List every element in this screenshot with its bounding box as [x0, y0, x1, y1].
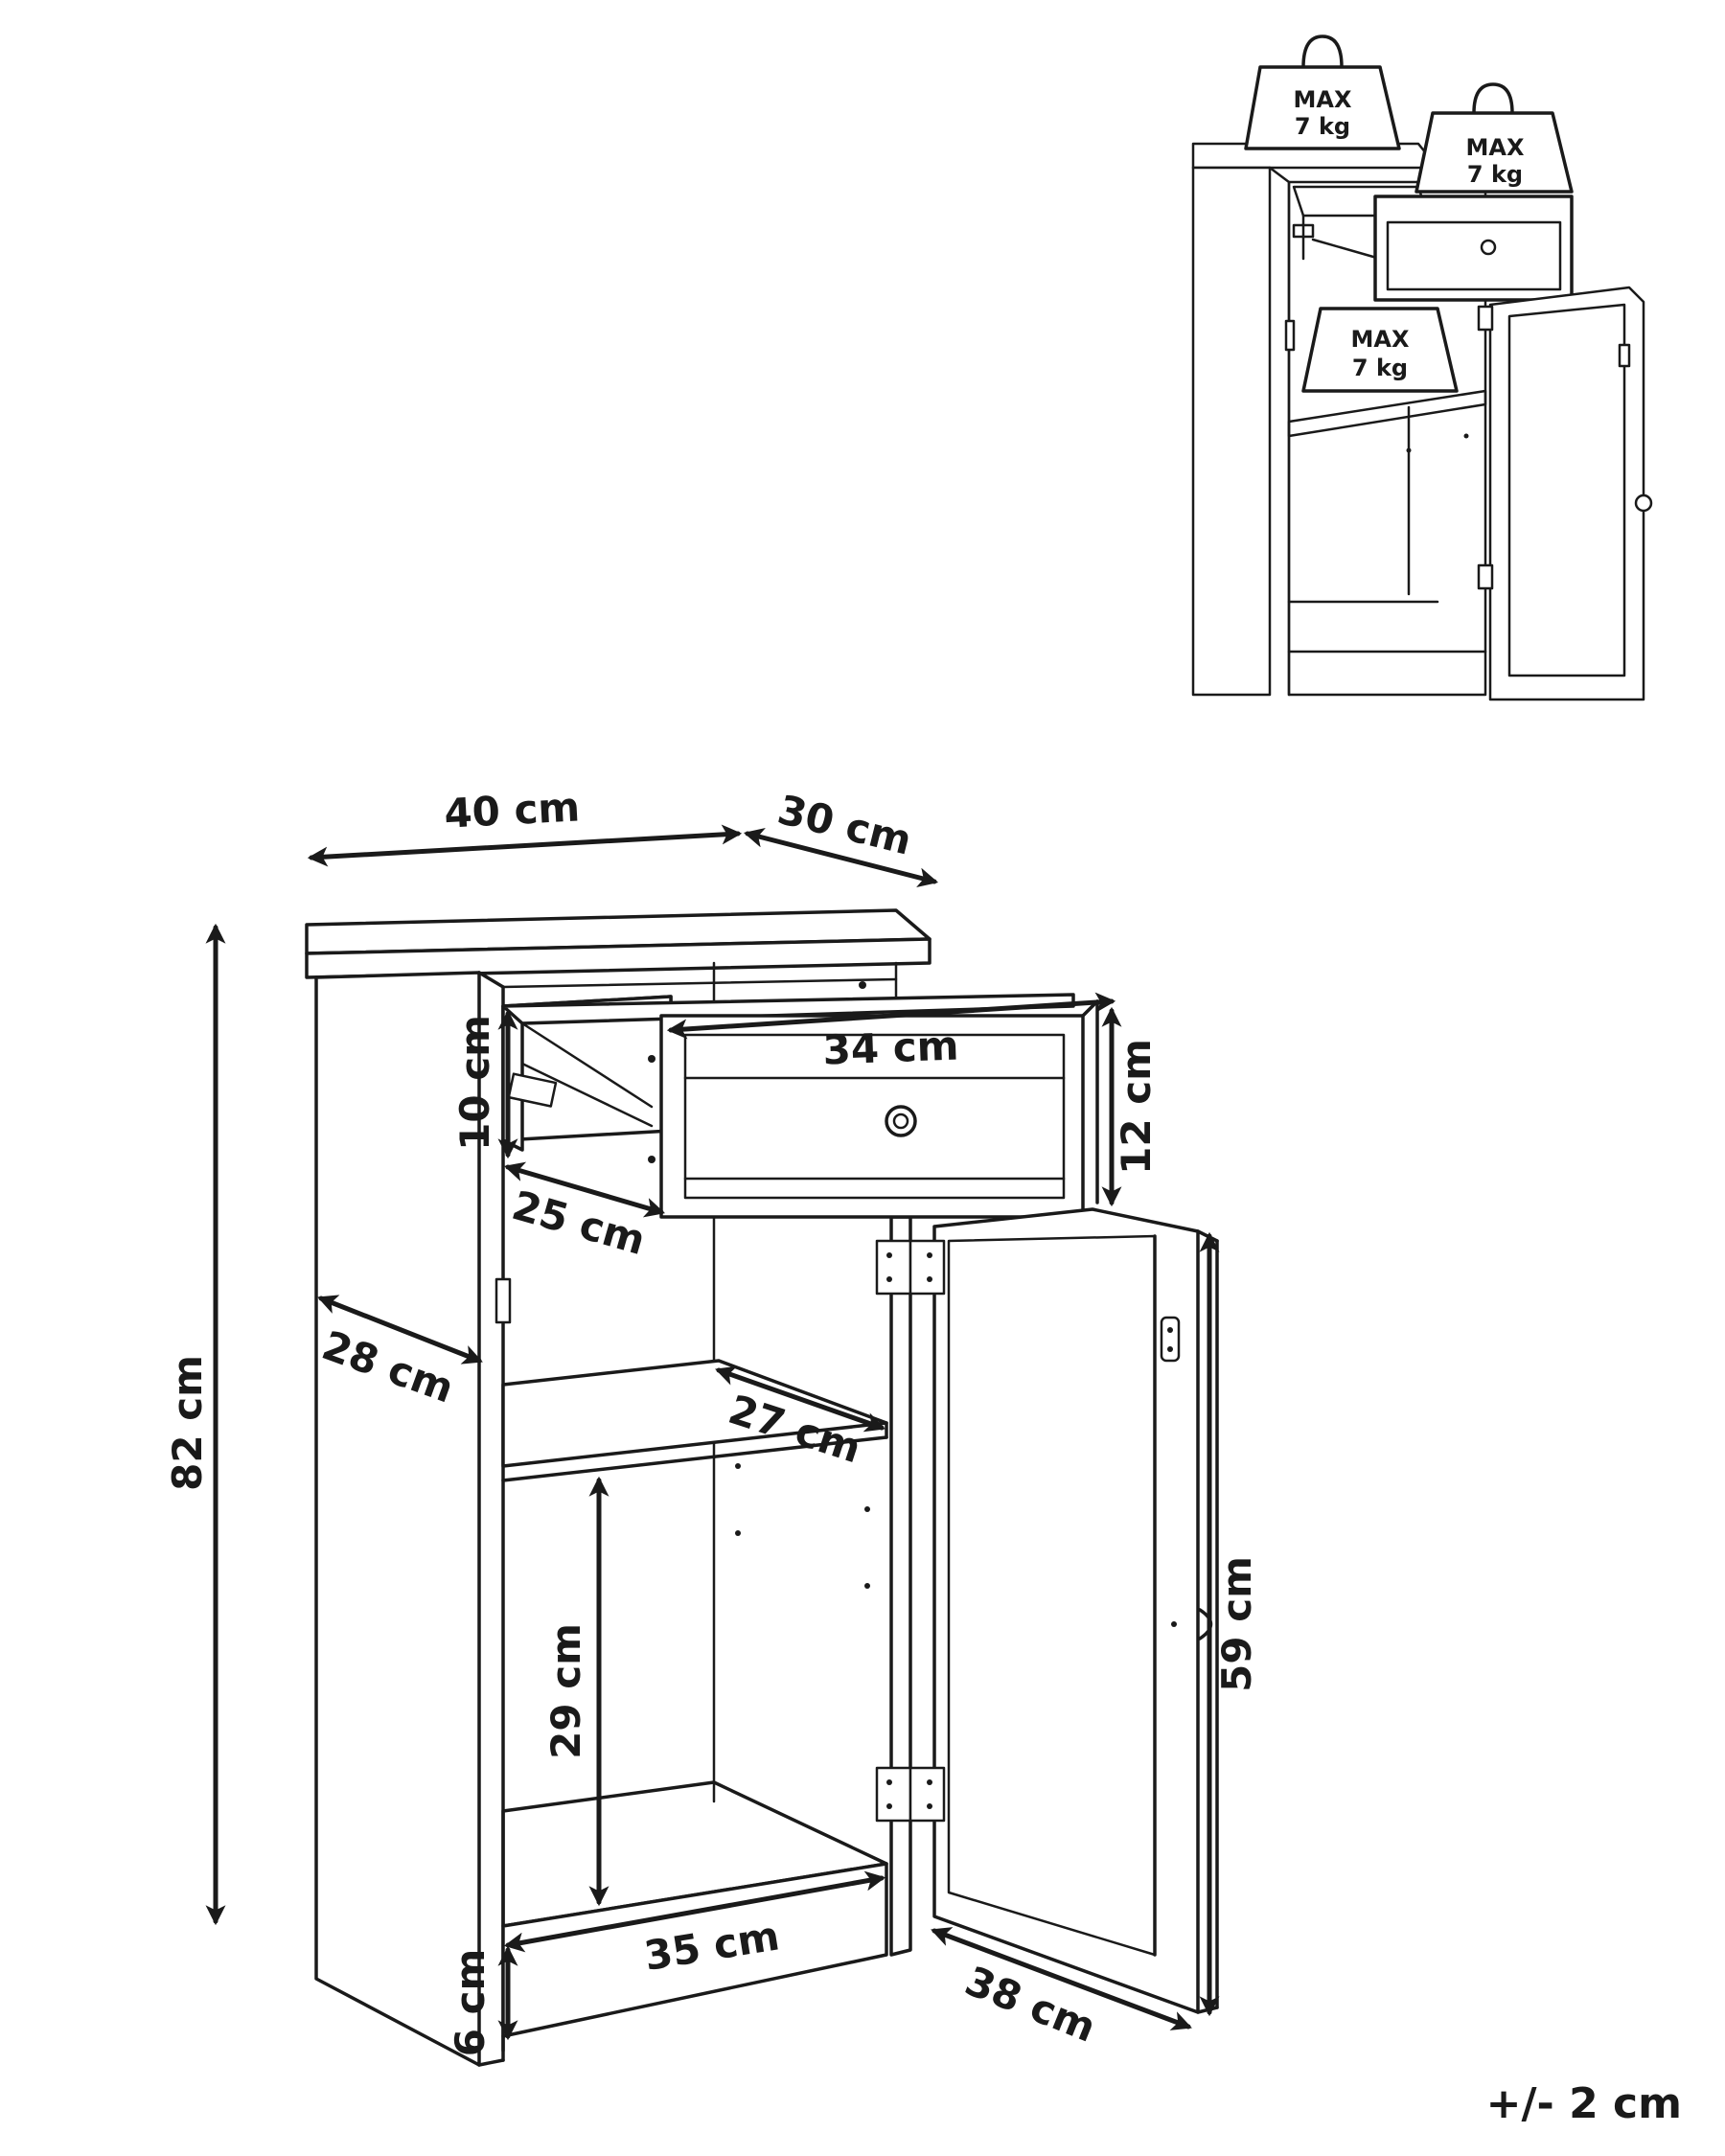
label-drawer-width: 34 cm — [822, 1022, 959, 1074]
hinge-lower — [875, 1766, 946, 1823]
label-compartment-height: 29 cm — [542, 1623, 589, 1759]
label-height: 82 cm — [164, 1355, 211, 1491]
dim-line-door-width — [931, 1927, 1192, 2030]
label-drawer-depth: 25 cm — [507, 1181, 651, 1264]
dimension-lines — [205, 824, 1220, 2041]
dim-line-side-depth — [317, 1295, 483, 1365]
inset-cabinet: MAX 7 kg MAX 7 kg MAX 7 kg — [1191, 34, 1653, 701]
weight-shelf-line1: MAX — [1351, 326, 1410, 353]
dim-line-drawer-width — [666, 992, 1116, 1040]
weight-shelf-line2: 7 kg — [1352, 355, 1408, 381]
label-door-height: 59 cm — [1213, 1556, 1260, 1692]
drawer-knob — [885, 1105, 917, 1137]
door — [875, 1207, 1219, 2014]
drawer — [501, 981, 1099, 1219]
tolerance-note: +/- 2 cm — [1486, 2079, 1682, 2128]
weight-drawer-line1: MAX — [1466, 134, 1525, 161]
label-drawer-inner-height: 10 cm — [451, 1015, 498, 1151]
main-cabinet — [305, 908, 1219, 2067]
weight-icon-shelf: MAX 7 kg — [1301, 307, 1459, 393]
dim-line-shelf-depth — [715, 1365, 886, 1433]
weight-top-line2: 7 kg — [1295, 113, 1350, 140]
drawer-front — [659, 1014, 1085, 1219]
label-plinth-height: 6 cm — [447, 1949, 494, 2057]
weight-top-line1: MAX — [1294, 86, 1352, 113]
hinge-upper — [875, 1239, 946, 1296]
dim-line-width — [307, 824, 743, 867]
label-depth: 30 cm — [773, 786, 916, 864]
weight-icon-top: MAX 7 kg — [1244, 34, 1401, 150]
dim-line-depth — [743, 828, 939, 887]
door-panel — [932, 1207, 1200, 2014]
dim-line-drawer-depth — [503, 1161, 666, 1218]
label-drawer-front-height: 12 cm — [1113, 1039, 1160, 1175]
weight-icon-drawer: MAX 7 kg — [1414, 82, 1574, 194]
weight-drawer-line2: 7 kg — [1467, 161, 1523, 188]
dim-line-bottom-width — [503, 1870, 886, 1953]
label-width: 40 cm — [443, 783, 581, 837]
